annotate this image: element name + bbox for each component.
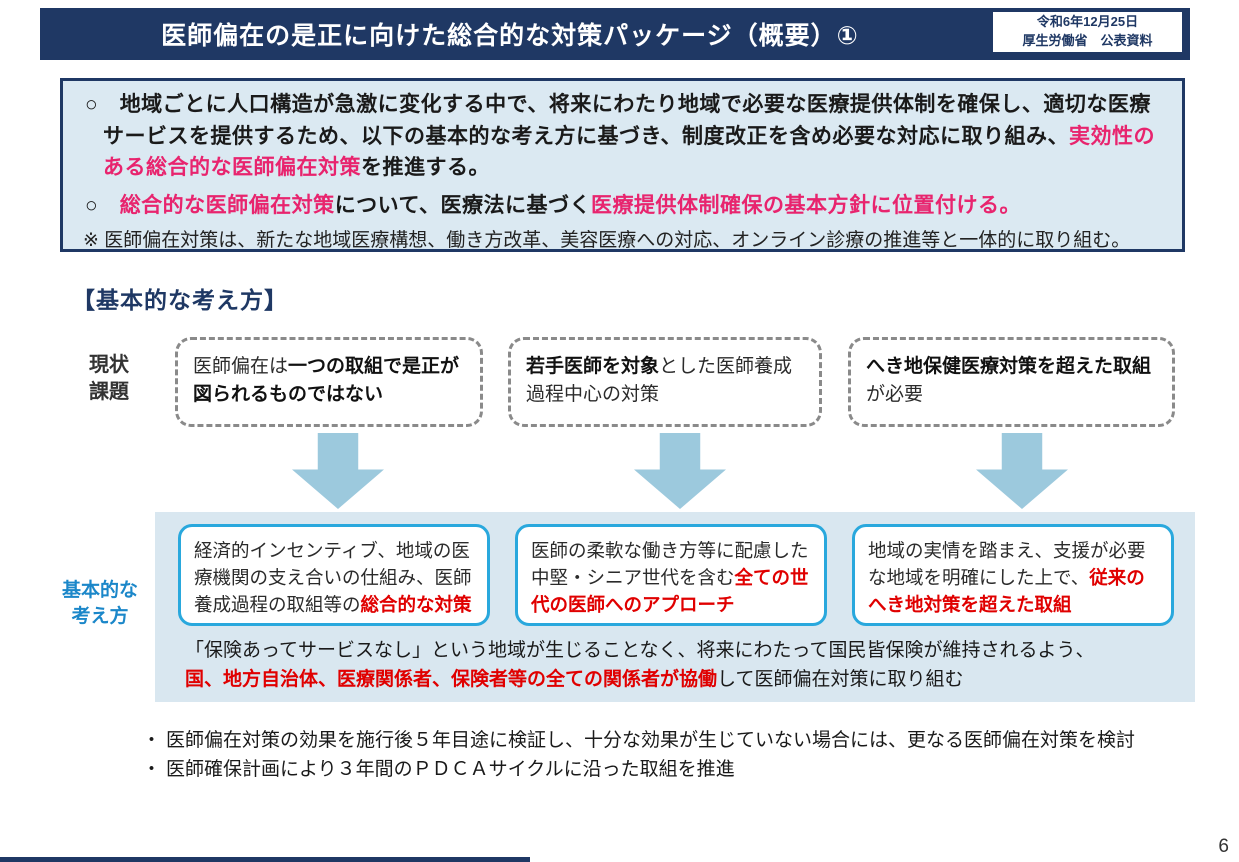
- panel-footer: 「保険あってサービスなし」という地域が生じることなく、将来にわたって国民皆保険が…: [185, 636, 1185, 695]
- summary-2-emphasis-1: 総合的な医師偏在対策: [119, 193, 335, 217]
- approach-box-2: 医師の柔軟な働き方等に配慮した中堅・シニア世代を含む全ての世代の医師へのアプロー…: [515, 524, 827, 626]
- page-title: 医師偏在の是正に向けた総合的な対策パッケージ（概要）①: [161, 22, 859, 50]
- page-number: 6: [1218, 836, 1229, 857]
- approach-emphasis: 総合的な対策: [360, 593, 472, 615]
- circle-bullet-icon: ○: [85, 193, 120, 217]
- footnote-item: ・医師偏在対策の効果を施行後５年目途に検証し、十分な効果が生じていない場合には、…: [142, 726, 1135, 755]
- dot-bullet-icon: ・: [142, 759, 162, 781]
- issue-text: が必要: [866, 383, 924, 405]
- header-bar: 医師偏在の是正に向けた総合的な対策パッケージ（概要）① 令和6年12月25日 厚…: [40, 8, 1190, 60]
- approach-text: 医師の柔軟な働き方等に配慮した中堅・シニア世代を含む: [531, 540, 809, 588]
- issue-text: とした医師養成過程中心の対策: [526, 356, 793, 405]
- approach-box-1: 経済的インセンティブ、地域の医療機関の支え合いの仕組み、医師養成過程の取組等の総…: [178, 524, 490, 626]
- down-arrow-icon: [976, 433, 1068, 509]
- date-text: 令和6年12月25日: [1036, 14, 1139, 30]
- down-arrow-icon: [292, 433, 384, 509]
- issue-bold-text: へき地保健医療対策を超えた取組: [866, 356, 1152, 377]
- approach-text: 経済的インセンティブ、地域の医療機関の支え合いの仕組み、医師養成過程の取組等の: [194, 540, 472, 615]
- approach-emphasis: 従来のへき地対策を超えた取組: [868, 566, 1145, 615]
- summary-note: ※ 医師偏在対策は、新たな地域医療構想、働き方改革、美容医療への対応、オンライン…: [83, 230, 1131, 251]
- approach-text: 地域の実情を踏まえ、支援が必要な地域を明確にした上で、: [868, 540, 1146, 588]
- circle-bullet-icon: ○: [85, 93, 120, 116]
- down-arrow-icon: [634, 433, 726, 509]
- panel-footer-emphasis: 国、地方自治体、医療関係者、保険者等の全ての関係者が協働: [185, 669, 718, 691]
- footnote-item: ・医師確保計画により３年間のＰＤＣＡサイクルに沿った取組を推進: [142, 755, 1135, 784]
- issue-bold-text: 若手医師を対象: [526, 356, 660, 377]
- row-label-line: 基本的な: [61, 580, 138, 601]
- row-label-line: 現状: [89, 354, 129, 376]
- footnote-text: 医師確保計画により３年間のＰＤＣＡサイクルに沿った取組を推進: [166, 759, 735, 781]
- footnotes: ・医師偏在対策の効果を施行後５年目途に検証し、十分な効果が生じていない場合には、…: [142, 726, 1135, 785]
- section-heading: 【基本的な考え方】: [72, 287, 288, 313]
- issue-box-2: 若手医師を対象とした医師養成過程中心の対策: [508, 337, 822, 427]
- summary-1-text-end: を推進する。: [361, 156, 490, 179]
- row-label-line: 考え方: [71, 605, 129, 627]
- footnote-text: 医師偏在対策の効果を施行後５年目途に検証し、十分な効果が生じていない場合には、更…: [166, 730, 1136, 751]
- issue-text: 医師偏在は: [193, 356, 289, 377]
- summary-1-emphasis: 実効性のある総合的な医師偏在対策: [103, 124, 1156, 180]
- row-label-current-issues: 現状 課題: [66, 352, 152, 406]
- bottom-accent-bar: [0, 857, 530, 862]
- panel-footer-text: 「保険あってサービスなし」という地域が生じることなく、将来にわたって国民皆保険が…: [185, 640, 1095, 661]
- panel-footer-text-end: して医師偏在対策に取り組む: [717, 669, 964, 691]
- issue-bold-text: 一つの取組で是正が図られるものではない: [193, 356, 460, 405]
- row-label-basic-approach: 基本的な 考え方: [48, 578, 152, 629]
- row-label-line: 課題: [89, 381, 129, 403]
- date-box: 令和6年12月25日 厚生労働省 公表資料: [991, 10, 1184, 54]
- summary-2-text: について、医療法に基づく: [334, 193, 592, 217]
- issue-box-1: 医師偏在は一つの取組で是正が図られるものではない: [175, 337, 483, 427]
- summary-box: ○ 地域ごとに人口構造が急激に変化する中で、将来にわたり地域で必要な医療提供体制…: [60, 78, 1185, 252]
- basic-approach-panel: 経済的インセンティブ、地域の医療機関の支え合いの仕組み、医師養成過程の取組等の総…: [155, 512, 1195, 702]
- summary-1-text: 地域ごとに人口構造が急激に変化する中で、将来にわたり地域で必要な医療提供体制を確…: [103, 93, 1151, 148]
- source-text: 厚生労働省 公表資料: [1022, 33, 1153, 48]
- summary-bullet-1: ○ 地域ごとに人口構造が急激に変化する中で、将来にわたり地域で必要な医療提供体制…: [77, 89, 1168, 184]
- approach-box-3: 地域の実情を踏まえ、支援が必要な地域を明確にした上で、従来のへき地対策を超えた取…: [852, 524, 1174, 626]
- dot-bullet-icon: ・: [142, 730, 162, 751]
- approach-emphasis: 全ての世代の医師へのアプローチ: [531, 566, 809, 615]
- issue-box-3: へき地保健医療対策を超えた取組が必要: [848, 337, 1175, 427]
- summary-2-emphasis-2: 医療提供体制確保の基本方針に位置付ける。: [591, 193, 1022, 217]
- summary-bullet-2: ○ 総合的な医師偏在対策について、医療法に基づく医療提供体制確保の基本方針に位置…: [77, 190, 1168, 222]
